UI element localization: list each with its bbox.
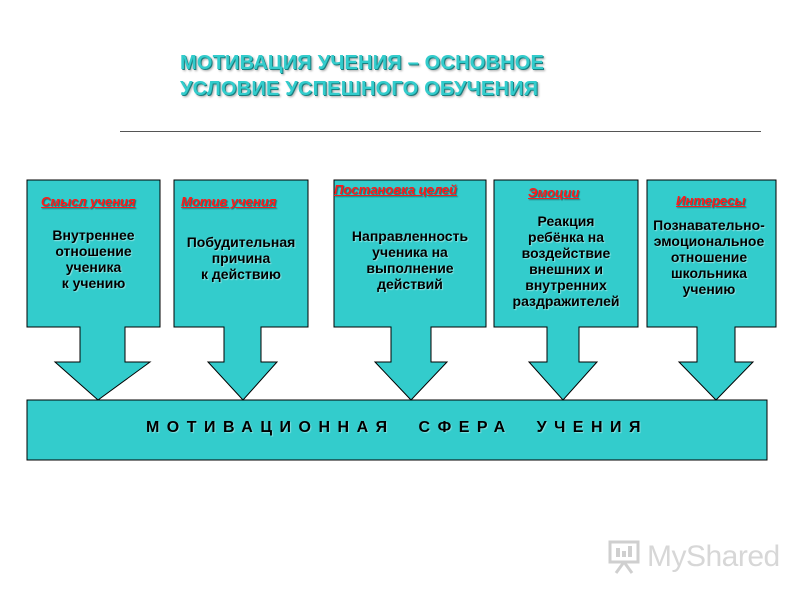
box-text-meaning: Внутреннее отношение ученика к учению xyxy=(27,227,160,291)
box-text-line: действий xyxy=(377,276,443,292)
box-text-line: ученика на xyxy=(372,244,448,260)
title-line-1: МОТИВАЦИЯ УЧЕНИЯ – ОСНОВНОЕ xyxy=(180,52,545,74)
box-text-goals: Направленность ученика на выполнение дей… xyxy=(334,228,486,292)
box-text-line: отношение xyxy=(670,249,748,265)
box-text-line: внешних и xyxy=(529,261,603,277)
box-text-line: ученика xyxy=(65,259,122,275)
presentation-board-icon xyxy=(608,540,640,574)
box-text-line: воздействие xyxy=(521,245,611,261)
myshared-logo: MyShared xyxy=(607,537,780,577)
box-text-line: к учению xyxy=(61,275,126,291)
box-text-line: раздражителей xyxy=(512,293,620,309)
box-text-emotions: Реакция ребёнка на воздействие внешних и… xyxy=(494,213,638,309)
box-text-line: Познавательно- xyxy=(653,217,765,233)
arrow-box-2 xyxy=(173,179,309,401)
motivation-sphere-box xyxy=(26,399,768,461)
box-text-line: Побудительная xyxy=(186,234,296,250)
box-text-line: Реакция xyxy=(537,213,595,229)
box-text-line: ребёнка на xyxy=(528,229,604,245)
box-text-line: к действию xyxy=(201,266,281,282)
box-label-goals: Постановка целей xyxy=(334,182,457,197)
box-label-motive: Мотив учения xyxy=(181,194,277,209)
title-line-2: УСЛОВИЕ УСПЕШНОГО ОБУЧЕНИЯ xyxy=(180,78,539,100)
box-label-emotions: Эмоции xyxy=(528,185,580,200)
box-text-line: отношение xyxy=(55,243,132,259)
box-text-line: школьника xyxy=(670,265,748,281)
box-text-line: Внутреннее xyxy=(52,227,135,243)
box-text-motive: Побудительная причина к действию xyxy=(174,234,308,282)
box-text-line: причина xyxy=(211,250,271,266)
arrow-box-5 xyxy=(646,179,777,401)
arrow-box-1 xyxy=(26,179,161,401)
logo-text: MyShared xyxy=(647,540,780,573)
box-text-interests: Познавательно- эмоциональное отношение ш… xyxy=(642,217,776,297)
arrow-box-4 xyxy=(493,179,639,401)
title-divider xyxy=(120,131,761,132)
box-text-line: внутренних xyxy=(525,277,607,293)
page-title: МОТИВАЦИЯ УЧЕНИЯ – ОСНОВНОЕ УСЛОВИЕ УСПЕ… xyxy=(180,50,700,102)
box-text-line: выполнение xyxy=(366,260,454,276)
arrow-box-3 xyxy=(333,179,487,401)
box-label-meaning: Смысл учения xyxy=(41,194,136,209)
box-text-line: учению xyxy=(682,281,736,297)
box-text-line: Направленность xyxy=(351,228,469,244)
box-text-line: эмоциональное xyxy=(653,233,765,249)
motivation-sphere-label: МОТИВАЦИОННАЯ СФЕРА УЧЕНИЯ xyxy=(145,419,649,436)
box-label-interests: Интересы xyxy=(676,193,746,208)
